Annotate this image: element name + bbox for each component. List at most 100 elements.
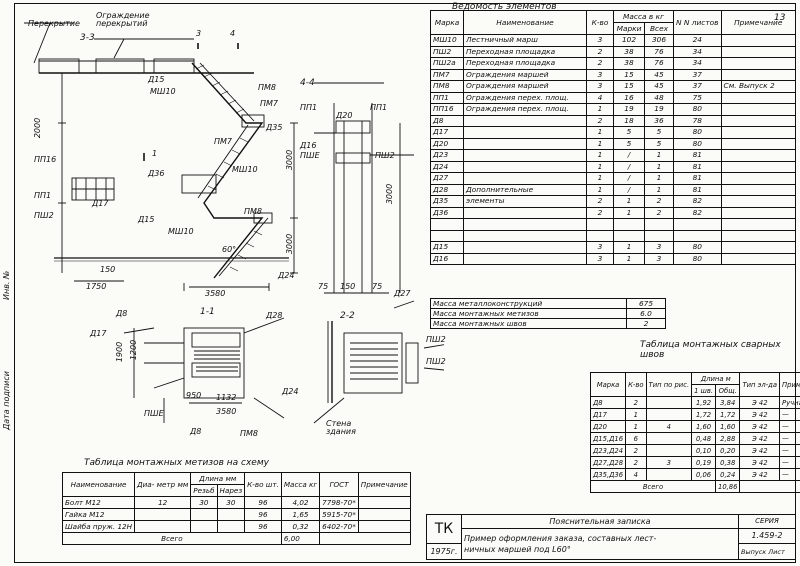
- vedomost-cell-sheet: 80: [673, 103, 722, 116]
- dim-60deg: 60°: [222, 245, 237, 254]
- side-label-date: Дата подписи: [2, 371, 11, 430]
- metizy-cell-len-b: 30: [216, 496, 246, 509]
- metizy-cell-name: Болт М12: [62, 496, 135, 509]
- vedomost-cell-sheet: 37: [673, 80, 722, 93]
- vedomost-cell-mass-all: 1: [644, 160, 674, 173]
- dim-75-b: 75: [372, 282, 383, 291]
- label-pshe: ПШЕ: [300, 151, 320, 160]
- vedomost-cell-name: Ограждения перех. площ.: [463, 91, 587, 104]
- vedomost-cell-mass-one: 15: [613, 80, 645, 93]
- vedomost-cell-mark: МШ10: [430, 34, 464, 47]
- vedomost-cell-mark: [430, 218, 464, 231]
- metizy-head-len-a: Резьб: [190, 484, 218, 497]
- welds-cell-len-all: 1,60: [714, 420, 741, 433]
- welds-cell-type2: Э 42: [739, 444, 781, 457]
- vedomost-cell-mass-all: 1: [644, 183, 674, 196]
- metizy-head-note: Примечание: [357, 472, 411, 497]
- welds-cell-note: —: [779, 456, 800, 469]
- stamp-year: 1975г.: [426, 543, 462, 560]
- vedomost-cell-note: [720, 114, 797, 127]
- vedomost-cell-mark: ПП16: [430, 103, 464, 116]
- vedomost-cell-mark: Д27: [430, 172, 464, 185]
- dim-150: 150: [100, 265, 116, 274]
- vedomost-cell-sheet: 80: [673, 252, 722, 265]
- stamp-series: 1.459-2: [738, 527, 796, 545]
- totals-value: 675: [626, 298, 666, 309]
- vedomost-head-note: Примечание: [720, 10, 797, 35]
- section-1-1: 1-1: [200, 307, 215, 317]
- welds-cell-type2: Э 42: [739, 456, 781, 469]
- vedomost-cell-qty: 1: [586, 160, 614, 173]
- vedomost-head-sheet: N N листов: [673, 10, 722, 35]
- vedomost-cell-note: [720, 137, 797, 150]
- welds-head-len-one: 1 шв.: [691, 384, 716, 397]
- vedomost-cell-mark: Д23: [430, 149, 464, 162]
- vedomost-cell-mass-one: 102: [613, 34, 645, 47]
- vedomost-cell-mass-one: [613, 218, 645, 231]
- vedomost-cell-sheet: 78: [673, 114, 722, 127]
- dim-1900: 1900: [115, 341, 125, 363]
- label-pshe-b: ПШЕ: [144, 409, 164, 418]
- welds-cell-type: 4: [645, 420, 693, 433]
- vedomost-cell-name: Переходная площадка: [463, 45, 587, 58]
- label-mw10-mid: МШ10: [232, 165, 258, 174]
- vedomost-cell-sheet: 37: [673, 68, 722, 81]
- metizy-head-name: Наименование: [62, 472, 135, 497]
- vedomost-cell-qty: 1: [586, 103, 614, 116]
- vedomost-cell-mass-one: 1: [613, 195, 645, 208]
- welds-total-value: 10,86: [714, 480, 741, 493]
- label-d17-b: Д17: [90, 329, 107, 338]
- label-d28: Д28: [266, 311, 283, 320]
- welds-cell-type2: Э 42: [739, 396, 781, 409]
- welds-cell-qty: 2: [625, 444, 647, 457]
- metizy-head-qty: К-во шт.: [244, 472, 282, 497]
- welds-cell-len-one: 1,60: [691, 420, 716, 433]
- label-d20: Д20: [336, 111, 353, 120]
- welds-cell-note: —: [779, 420, 800, 433]
- metizy-cell-len-a: [190, 520, 218, 533]
- welds-cell-mark: Д23,Д24: [589, 444, 627, 457]
- label-pm7: ПМ7: [214, 137, 233, 146]
- label-pp1: ПП1: [34, 191, 52, 200]
- vedomost-cell-qty: 2: [586, 57, 614, 70]
- welds-cell-mark: Д8: [589, 396, 627, 409]
- metizy-cell-dia: [133, 508, 192, 521]
- welds-head-mark: Марка: [589, 372, 627, 397]
- stamp-title-1: Пояснительная записка: [461, 514, 739, 529]
- vedomost-cell-qty: 1: [586, 126, 614, 139]
- label-d35: Д35: [266, 123, 283, 132]
- vedomost-cell-qty: 2: [586, 45, 614, 58]
- label-perekrytie: Перекрытие: [28, 19, 80, 28]
- vedomost-title: Ведомость элементов: [452, 2, 557, 12]
- vedomost-cell-mark: ПШ2: [430, 45, 464, 58]
- vedomost-cell-name: [463, 229, 587, 242]
- vedomost-cell-sheet: 81: [673, 172, 722, 185]
- welds-cell-mark: Д15,Д16: [589, 432, 627, 445]
- vedomost-cell-mass-all: 5: [644, 137, 674, 150]
- welds-table: Марка К-во Тип по рис. Длина м Тип эл-да…: [589, 372, 800, 493]
- vedomost-cell-sheet: 34: [673, 45, 722, 58]
- vedomost-cell-mass-all: 3: [644, 252, 674, 265]
- welds-cell-mark: Д35,Д36: [589, 468, 627, 481]
- dim-3000-c: 3000: [285, 233, 295, 255]
- vedomost-cell-name: [463, 218, 587, 231]
- vedomost-cell-name: [463, 172, 587, 185]
- vedomost-cell-sheet: 82: [673, 206, 722, 219]
- welds-cell-len-all: 0,20: [714, 444, 741, 457]
- welds-cell-note: —: [779, 432, 800, 445]
- metizy-cell-note: [357, 496, 411, 509]
- metizy-cell-name: Гайка М12: [62, 508, 135, 521]
